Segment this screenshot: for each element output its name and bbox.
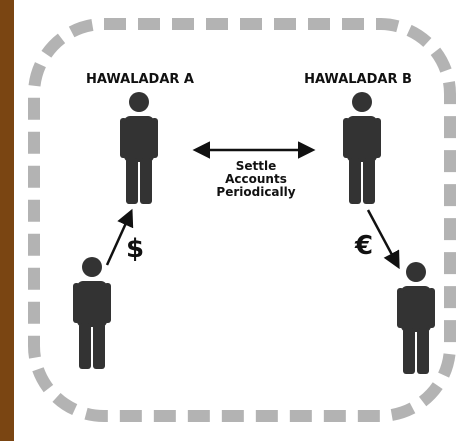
settle-label-line2: Accounts (225, 172, 287, 186)
sender-figure (73, 257, 111, 369)
settle-label-line1: Settle (236, 159, 277, 173)
b-to-recipient-arrow (366, 209, 400, 270)
hawaladar-a-label: HAWALADAR A (86, 72, 194, 87)
dashed-border (28, 18, 456, 422)
dollar-symbol: $ (126, 234, 144, 264)
euro-symbol: € (354, 231, 373, 261)
hawaladar-b-figure (343, 92, 381, 204)
recipient-figure (397, 262, 435, 374)
hawaladar-a-figure (120, 92, 158, 204)
diagram-panel (14, 0, 475, 441)
settle-label-line3: Periodically (216, 185, 295, 199)
hawaladar-b-label: HAWALADAR B (304, 72, 412, 87)
sender-to-a-arrow (105, 208, 134, 266)
